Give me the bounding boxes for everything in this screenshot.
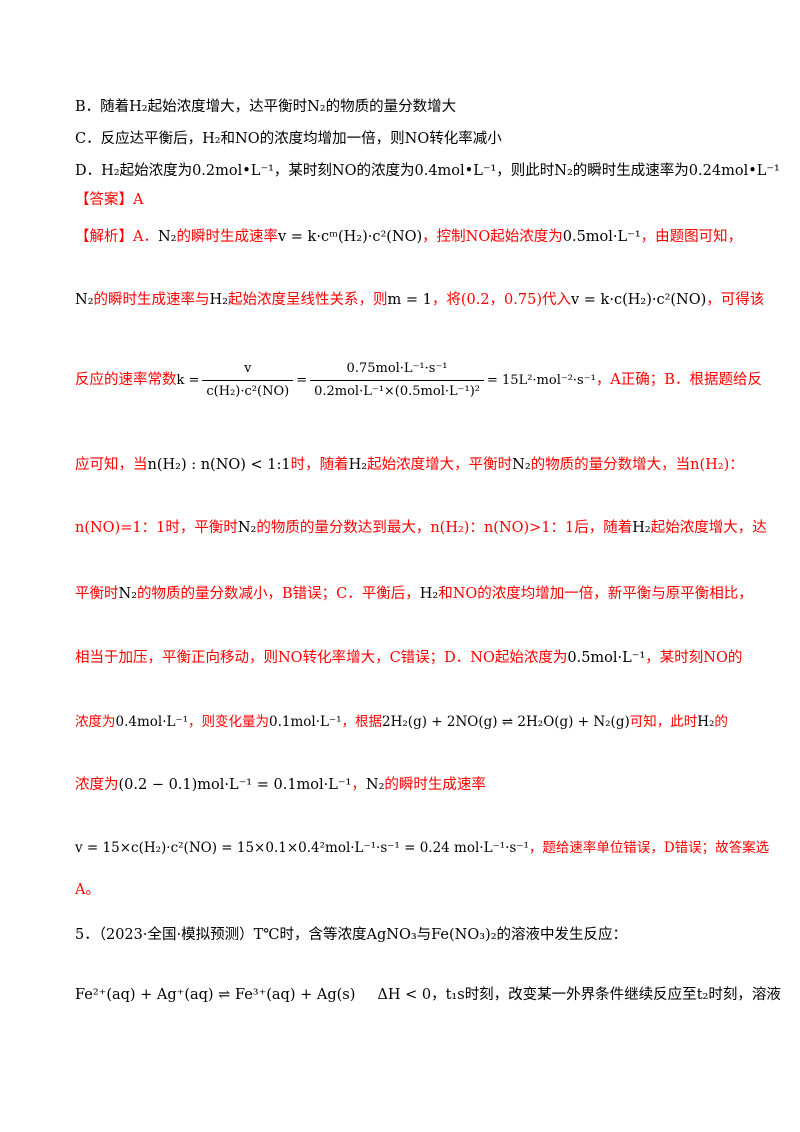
analysis-line-1: 【解析】A．N₂的瞬时生成速率v = k·cᵐ(H₂)·c²(NO)，控制NO起… [75,229,743,245]
t2: t₂ [696,987,709,1003]
rate-law-2: v = k·c(H₂)·c²(NO) [571,292,707,308]
analysis-line-11: A。 [75,882,100,898]
m-equals: m = 1 [387,292,432,308]
analysis-line-9: 浓度为(0.2 − 0.1)mol·L⁻¹ = 0.1mol·L⁻¹，N₂的瞬时… [75,777,486,793]
n2-symbol: N₂ [157,229,177,245]
option-d: D．H₂起始浓度为0.2mol•L⁻¹，某时刻NO的浓度为0.4mol•L⁻¹，… [75,163,780,179]
option-c: C．反应达平衡后，H₂和NO的浓度均增加一倍，则NO转化率减小 [75,131,502,147]
analysis-line-2: N₂的瞬时生成速率与H₂起始浓度呈线性关系，则m = 1，将(0.2，0.75)… [75,292,765,308]
fe-no3-2: Fe(NO₃)₂ [431,927,497,943]
no-conc-0.4: 0.4mol·L⁻¹ [115,714,189,730]
h2-conc: (0.2 − 0.1)mol·L⁻¹ = 0.1mol·L⁻¹ [118,777,352,793]
ratio-condition: n(H₂) : n(NO) < 1:1 [147,457,291,473]
question-5-line-2: Fe²⁺(aq) + Ag⁺(aq) ⇌ Fe³⁺(aq) + Ag(s) ΔH … [75,987,781,1003]
reaction-equation: 2H₂(g) + 2NO(g) ⇌ 2H₂O(g) + N₂(g) [382,714,630,730]
agno3: AgNO₃ [366,927,417,943]
analysis-line-4: 应可知，当n(H₂) : n(NO) < 1:1时，随着H₂起始浓度增大，平衡时… [75,457,744,473]
analysis-line-6: 平衡时N₂的物质的量分数减小，B错误；C．平衡后，H₂和NO的浓度均增加一倍，新… [75,586,753,602]
delta-h: ΔH < 0 [377,987,432,1003]
analysis-line-7: 相当于加压，平衡正向移动，则NO转化率增大，C错误；D．NO起始浓度为0.5mo… [75,650,743,666]
analysis-line-10: v = 15×c(H₂)·c²(NO) = 15×0.1×0.4²mol·L⁻¹… [75,840,770,856]
delta-conc: 0.1mol·L⁻¹ [269,714,342,730]
analysis-line-8: 浓度为0.4mol·L⁻¹，则变化量为0.1mol·L⁻¹，根据2H₂(g) +… [75,714,728,730]
fe-ag-equation: Fe²⁺(aq) + Ag⁺(aq) ⇌ Fe³⁺(aq) + Ag(s) [75,987,356,1003]
rate-calculation: v = 15×c(H₂)·c²(NO) = 15×0.1×0.4²mol·L⁻¹… [75,840,529,856]
no-conc: 0.5mol·L⁻¹ [562,229,641,245]
rate-law: v = k·cᵐ(H₂)·c²(NO) [278,229,423,245]
question-5-line-1: 5．（2023·全国·模拟预测）T℃时，含等浓度AgNO₃与Fe(NO₃)₂的溶… [75,927,628,943]
option-b: B．随着H₂起始浓度增大，达平衡时N₂的物质的量分数增大 [75,99,457,115]
analysis-line-5: n(NO)=1：1时，平衡时N₂的物质的量分数达到最大，n(H₂)：n(NO)>… [75,520,767,536]
answer: 【答案】A [75,192,144,208]
t1: t₁s [445,987,465,1003]
